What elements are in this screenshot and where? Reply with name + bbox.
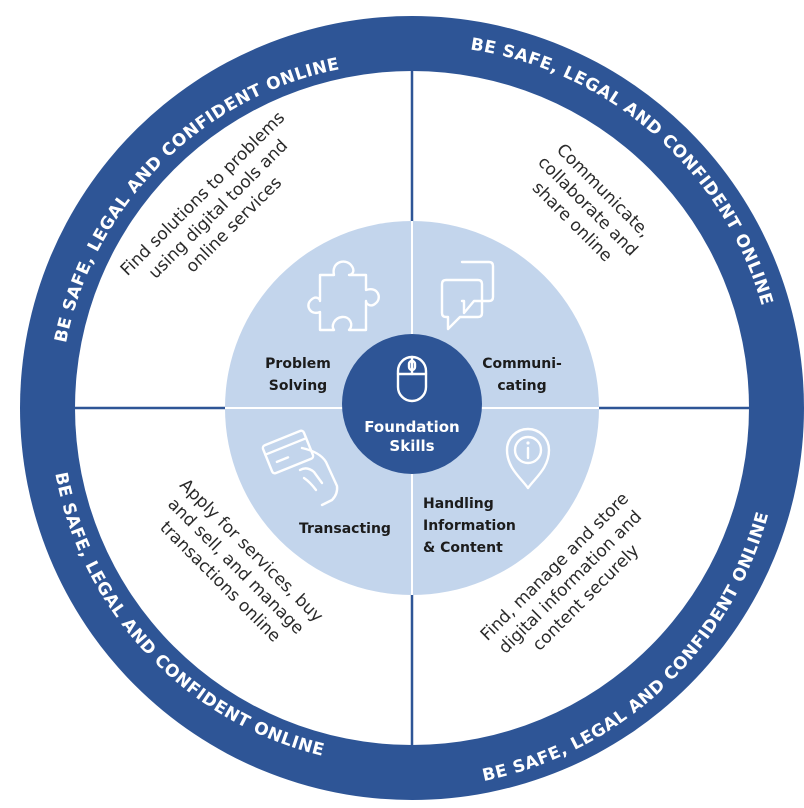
- label-handling-1: Handling: [423, 496, 494, 512]
- desc-communicating: Communicate, collaborate and share onlin…: [528, 140, 654, 266]
- label-communicating-1: Communi-: [482, 356, 562, 372]
- puzzle-piece-icon: [307, 260, 380, 332]
- label-communicating-2: cating: [497, 378, 546, 394]
- label-problem-solving-2: Solving: [269, 378, 327, 394]
- center-circle: [342, 334, 482, 474]
- center-title-2: Skills: [389, 437, 434, 455]
- card-in-hand-icon: [261, 429, 339, 507]
- label-transacting: Transacting: [299, 521, 391, 537]
- center-title-1: Foundation: [364, 418, 459, 436]
- label-handling-2: Information: [423, 518, 516, 534]
- speech-bubbles-icon: [440, 260, 495, 331]
- mouse-icon: [396, 355, 428, 403]
- info-pin-icon: [505, 427, 551, 490]
- label-problem-solving-1: Problem: [265, 356, 331, 372]
- label-handling-3: & Content: [423, 540, 503, 556]
